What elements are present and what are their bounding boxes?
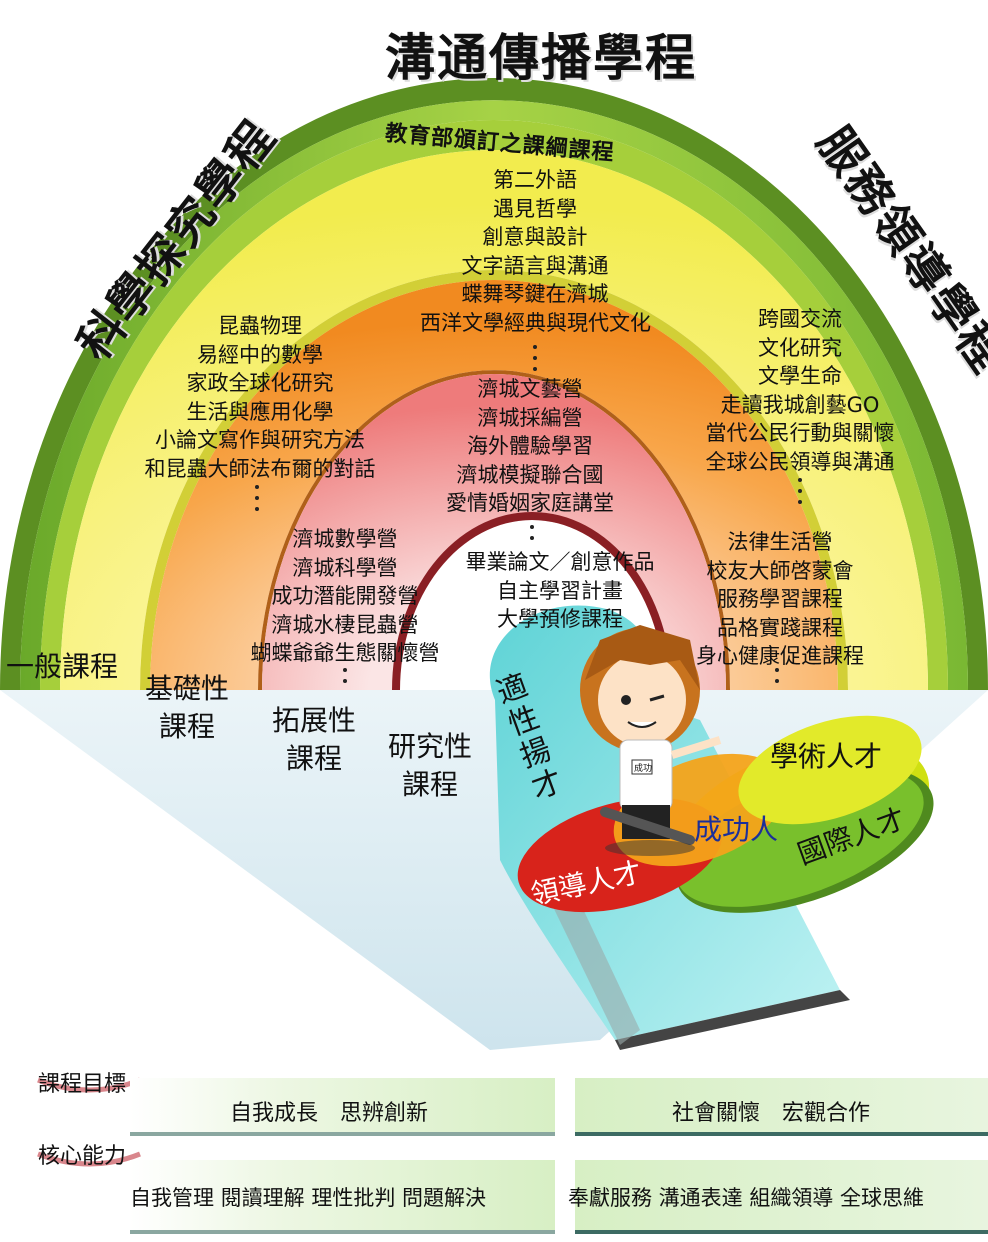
competencies-left: 自我管理 閱讀理解 理性批判 問題解決 [130, 1186, 487, 1210]
list-item: 和昆蟲大師法布爾的對話 [144, 456, 376, 481]
student-character [580, 625, 722, 856]
list-item: 家政全球化研究 [186, 371, 334, 395]
competencies-tag: 核心能力 [38, 1144, 127, 1169]
list-item: 全球公民領導與溝通 [705, 449, 895, 474]
list-item: 西洋文學經典與現代文化 [420, 310, 651, 335]
list-item: 大學預修課程 [497, 607, 623, 631]
competencies-right: 奉獻服務 溝通表達 組織領導 全球思維 [568, 1186, 925, 1210]
goals-tag: 課程目標 [38, 1072, 127, 1097]
ellipsis-dots [530, 525, 536, 547]
ellipsis-dots [798, 478, 804, 511]
list-item: 濟城水棲昆蟲營 [271, 612, 419, 637]
list-item: 當代公民行動與關懷 [705, 421, 895, 445]
mid-right-course-list: 法律生活營 校友大師啓蒙會 服務學習課程 品格實踐課程 身心健康促進課程 [690, 528, 870, 671]
general-course-label: 一般課程 [6, 650, 119, 683]
list-item: 小論文寫作與研究方法 [155, 428, 365, 452]
ellipsis-dots [775, 668, 781, 690]
academic-talent-label: 學術人才 [770, 740, 883, 773]
list-item: 易經中的數學 [197, 342, 323, 367]
basic-course-label: 基礎性課程 [145, 672, 230, 743]
list-item: 品格實踐課程 [717, 615, 843, 640]
list-item: 濟城數學營 [292, 527, 398, 551]
list-item: 生活與應用化學 [186, 399, 334, 424]
list-item: 愛情婚姻家庭講堂 [446, 491, 614, 515]
mid-center-course-list: 濟城文藝營 濟城採編營 海外體驗學習 濟城模擬聯合國 愛情婚姻家庭講堂 [430, 375, 630, 518]
goals-left: 自我成長 思辨創新 [230, 1101, 429, 1126]
ellipsis-dots [533, 345, 539, 378]
goal-rows-graphic [37, 1077, 988, 1234]
list-item: 走讀我城創藝GO [720, 392, 880, 417]
center-course-list: 第二外語 遇見哲學 創意與設計 文字語言與溝通 蝶舞琴鍵在濟城 西洋文學經典與現… [420, 166, 651, 337]
research-course-label: 研究性課程 [388, 730, 473, 801]
list-item: 成功潛能開發營 [271, 584, 419, 608]
list-item: 海外體驗學習 [467, 434, 593, 458]
shirt-badge: 成功 [634, 764, 653, 774]
list-item: 跨國交流 [758, 307, 842, 331]
list-item: 畢業論文／創意作品 [465, 550, 655, 574]
list-item: 創意與設計 [482, 225, 588, 249]
list-item: 蝶舞琴鍵在濟城 [461, 282, 609, 306]
list-item: 濟城文藝營 [477, 377, 583, 401]
list-item: 文字語言與溝通 [461, 253, 609, 278]
ellipsis-dots [255, 485, 261, 518]
mid-left-course-list: 濟城數學營 濟城科學營 成功潛能開發營 濟城水棲昆蟲營 蝴蝶爺爺生態關懷營 [245, 525, 445, 668]
list-item: 濟城科學營 [292, 555, 398, 580]
list-item: 文化研究 [758, 335, 842, 360]
list-item: 濟城模擬聯合國 [456, 462, 604, 487]
list-item: 遇見哲學 [493, 196, 577, 221]
left-course-list: 昆蟲物理 易經中的數學 家政全球化研究 生活與應用化學 小論文寫作與研究方法 和… [140, 312, 380, 483]
success-label: 成功人 [694, 813, 779, 846]
extend-course-label: 拓展性課程 [272, 704, 357, 775]
list-item: 文學生命 [758, 364, 842, 388]
list-item: 第二外語 [493, 168, 577, 192]
top-title: 溝通傳播學程 [385, 29, 697, 87]
inner-course-list: 畢業論文／創意作品 自主學習計畫 大學預修課程 [450, 548, 670, 634]
right-course-list: 跨國交流 文化研究 文學生命 走讀我城創藝GO 當代公民行動與關懷 全球公民領導… [700, 305, 900, 476]
ellipsis-dots [343, 668, 349, 690]
list-item: 法律生活營 [727, 530, 833, 554]
goals-right: 社會關懷 宏觀合作 [672, 1101, 871, 1126]
list-item: 自主學習計畫 [497, 578, 623, 603]
list-item: 校友大師啓蒙會 [706, 558, 854, 583]
list-item: 身心健康促進課程 [696, 644, 864, 668]
list-item: 昆蟲物理 [218, 314, 302, 338]
list-item: 服務學習課程 [717, 587, 843, 611]
list-item: 濟城採編營 [477, 405, 583, 430]
list-item: 蝴蝶爺爺生態關懷營 [250, 641, 440, 665]
